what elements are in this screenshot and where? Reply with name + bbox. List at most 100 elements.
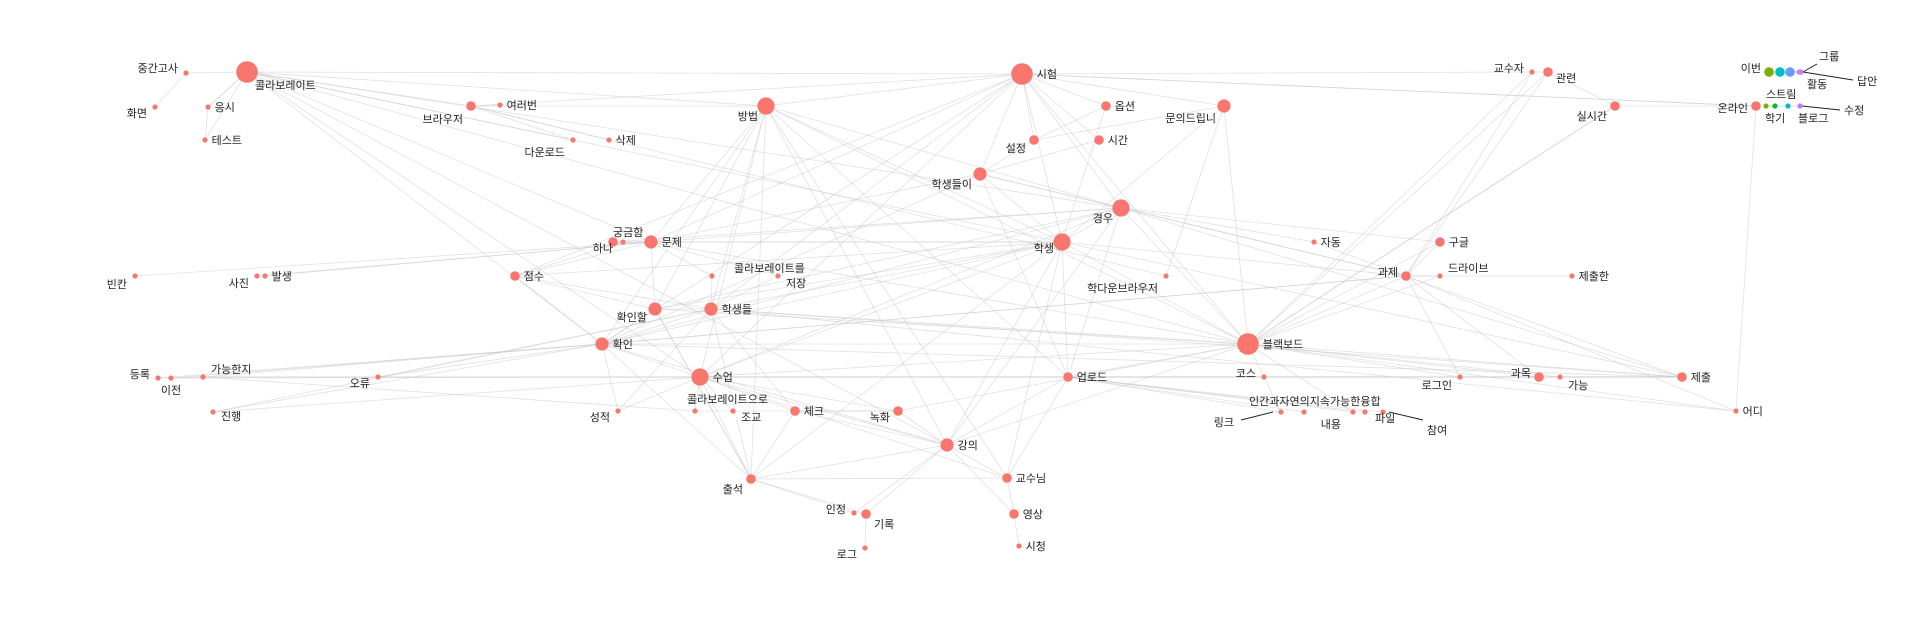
node-ECA09CECB69C: [1677, 372, 1687, 382]
edge: [650, 241, 1249, 345]
edge: [699, 376, 1008, 479]
label-callout-line: [1240, 411, 1274, 421]
node-label: 문의드립니: [1165, 112, 1216, 125]
edge: [710, 308, 752, 480]
edge: [1247, 71, 1549, 345]
node-label: 콜라보레이트: [255, 79, 316, 92]
node-label: 블랙보드: [1263, 338, 1303, 351]
node-label: 제출한: [1579, 270, 1609, 283]
edge: [514, 241, 652, 277]
node-EC9DB4EBB288: [1764, 67, 1774, 77]
edge: [710, 275, 779, 310]
node-label: 스트림: [1766, 88, 1796, 101]
node-EAB5ACEAB880: [1435, 237, 1445, 247]
edge: [650, 173, 981, 243]
edge: [246, 71, 1122, 209]
node-label: 진행: [221, 410, 241, 423]
edge: [946, 444, 1015, 515]
node-label: 학기: [1765, 112, 1785, 125]
node-label: 교수자: [1494, 62, 1524, 75]
edge: [710, 308, 1683, 378]
edge: [1247, 275, 1441, 345]
edge: [212, 343, 603, 413]
node-label: 강의: [958, 439, 978, 452]
edge: [765, 105, 1069, 378]
node-ECA080EC9EA5: [775, 273, 781, 279]
node-label: 사진: [229, 277, 249, 290]
labels-layer: 중간고사콜라보레이트응시화면테스트브라우저여러번다운로드삭제방법시험옵션문의드립…: [107, 50, 1878, 561]
node-label: 과목: [1511, 367, 1531, 380]
node-ED9995EC9DB8ED95A0: [648, 302, 662, 316]
node-label: 중간고사: [138, 62, 178, 75]
edge: [750, 241, 1063, 480]
edge: [654, 241, 1063, 310]
node-EB93B1EBA19D: [155, 375, 161, 381]
edge: [710, 308, 1737, 412]
edge: [710, 308, 796, 412]
node-label: 온라인: [1718, 102, 1748, 115]
node-EBACB8ECA09C: [644, 235, 658, 249]
edge: [1061, 105, 1225, 243]
edge: [246, 71, 1023, 75]
edge: [1405, 275, 1540, 378]
edge: [865, 444, 948, 515]
edge: [1067, 376, 1282, 413]
edge: [1021, 73, 1249, 345]
node-label: 그룹: [1819, 50, 1839, 63]
edge: [470, 73, 1023, 107]
node-label: 성적: [590, 411, 610, 424]
edge: [601, 207, 1122, 345]
node-EC84B1ECA081: [615, 408, 621, 414]
node-EB85B9ED9994: [893, 406, 903, 416]
node-label: 응시: [215, 101, 235, 114]
edge: [1021, 73, 1035, 141]
node-ECA491EAB084EAB3A0EC82AC: [183, 70, 189, 76]
node-EBA19CEAB7B8EC9DB8: [1457, 374, 1463, 380]
edge: [1061, 207, 1122, 243]
edge: [979, 139, 1100, 175]
edge: [202, 343, 603, 378]
node-ED9599EC839DEB93A4EC9DB4: [973, 167, 987, 181]
node-label: 로그인: [1422, 379, 1452, 392]
node-ED9995EC9DB8: [595, 337, 609, 351]
node-label: 어디: [1743, 405, 1763, 418]
edge: [946, 444, 1008, 479]
edge: [134, 241, 652, 277]
node-EBA781ED81AC: [1278, 409, 1284, 415]
node-EC8BA4EC8B9CEAB084: [1610, 101, 1620, 111]
edge: [1061, 241, 1069, 378]
edge: [654, 308, 1249, 345]
node-ECA1B0EAB590: [730, 408, 736, 414]
node-EAB8B0EBA19D: [861, 509, 871, 519]
edge: [750, 478, 855, 514]
edge: [864, 513, 867, 549]
node-label: 문제: [662, 236, 682, 249]
edge: [256, 241, 652, 277]
edge: [1547, 71, 1616, 107]
node-EAB3BCEBAAA9: [1534, 372, 1544, 382]
edge: [946, 343, 1249, 446]
edges-layer: [134, 71, 1801, 549]
edge: [1735, 105, 1757, 412]
node-EC8898ECA095: [1797, 103, 1803, 109]
edge: [750, 444, 948, 480]
edge: [1006, 477, 1015, 515]
edge: [1033, 105, 1107, 141]
edge: [1405, 275, 1737, 412]
node-label: 내용: [1321, 418, 1341, 431]
edge: [1006, 241, 1063, 479]
node-EBB0A9EBB295: [757, 97, 775, 115]
edge: [794, 410, 948, 446]
node-EC8B9CED9798: [1011, 63, 1033, 85]
node-label: 화면: [127, 107, 147, 120]
node-label: 출석: [723, 483, 743, 496]
edge: [1247, 241, 1441, 345]
node-EAB2BDEC9AB0: [1112, 199, 1130, 217]
node-EBA19CEAB7B8: [862, 545, 868, 551]
edge: [1247, 105, 1616, 345]
node-EC82ACECA784: [254, 273, 260, 279]
edge: [710, 105, 767, 310]
edge: [650, 241, 779, 277]
edge: [979, 173, 1063, 243]
